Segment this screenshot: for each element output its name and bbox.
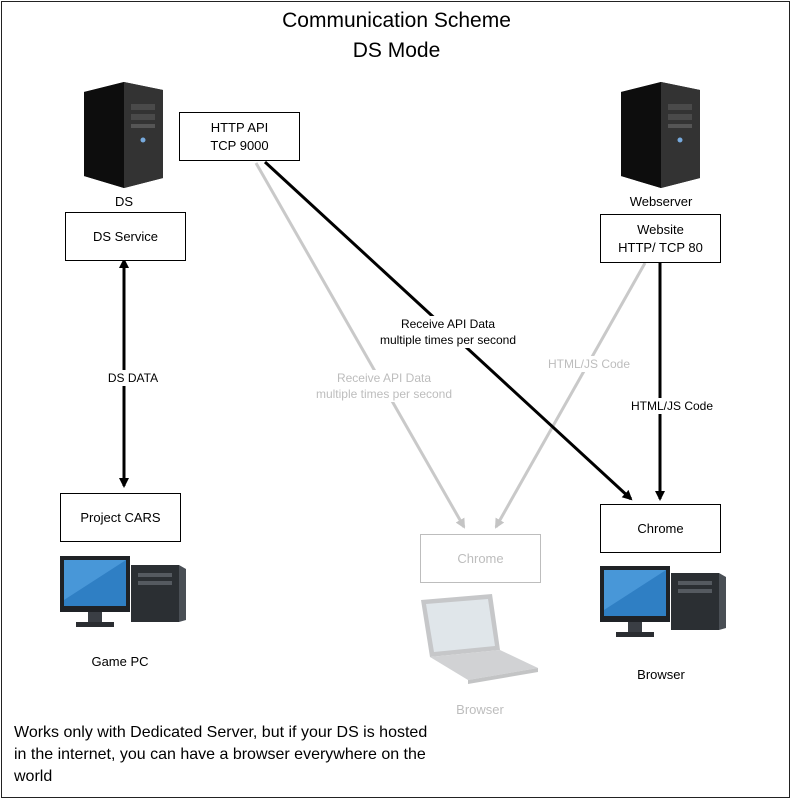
desktop-pc-icon [600, 566, 726, 637]
http-api-port: TCP 9000 [210, 137, 269, 153]
http-api-box: HTTP API TCP 9000 [179, 112, 300, 161]
server-tower-icon [621, 82, 700, 188]
ds-service-label: DS Service [92, 228, 159, 244]
api-data-faded-edge-label-line1: Receive API Data [336, 371, 432, 385]
project-cars-box: Project CARS [60, 493, 181, 542]
ds-label: DS [114, 194, 134, 209]
chrome-faded-box: Chrome [420, 534, 541, 583]
webserver-label: Webserver [629, 194, 693, 209]
browser-label: Browser [637, 667, 685, 682]
chrome-faded-label: Chrome [457, 550, 504, 566]
api-data-faded-connector [254, 162, 466, 529]
api-data-edge-label-line1: Receive API Data [400, 317, 496, 331]
ds-data-edge-label: DS DATA [107, 370, 159, 386]
server-tower-icon [84, 82, 163, 188]
footer-note: Works only with Dedicated Server, but if… [14, 724, 428, 785]
game-pc-label: Game PC [91, 654, 149, 669]
api-data-edge-label-line2: multiple times per second [379, 333, 517, 347]
browser-faded-label: Browser [456, 702, 504, 717]
diagram-title-line2: DS Mode [352, 39, 441, 62]
chrome-label: Chrome [637, 520, 684, 536]
html-js-edge-label: HTML/JS Code [630, 398, 714, 414]
html-js-faded-edge-label: HTML/JS Code [547, 356, 631, 372]
project-cars-label: Project CARS [80, 509, 161, 525]
http-api-label: HTTP API [210, 119, 269, 135]
chrome-box: Chrome [600, 504, 721, 553]
api-data-faded-edge-label-line2: multiple times per second [315, 387, 453, 401]
desktop-pc-icon [60, 556, 186, 627]
html-js-faded-connector [494, 262, 647, 529]
website-label: Website [637, 221, 684, 237]
api-data-edge-label: Receive API Data multiple times per seco… [379, 316, 517, 348]
diagram-title-line1: Communication Scheme [282, 9, 511, 32]
website-port: HTTP/ TCP 80 [618, 239, 703, 255]
ds-service-box: DS Service [65, 212, 186, 261]
laptop-icon [421, 594, 538, 684]
website-box: Website HTTP/ TCP 80 [600, 214, 721, 263]
api-data-faded-edge-label: Receive API Data multiple times per seco… [315, 370, 453, 402]
